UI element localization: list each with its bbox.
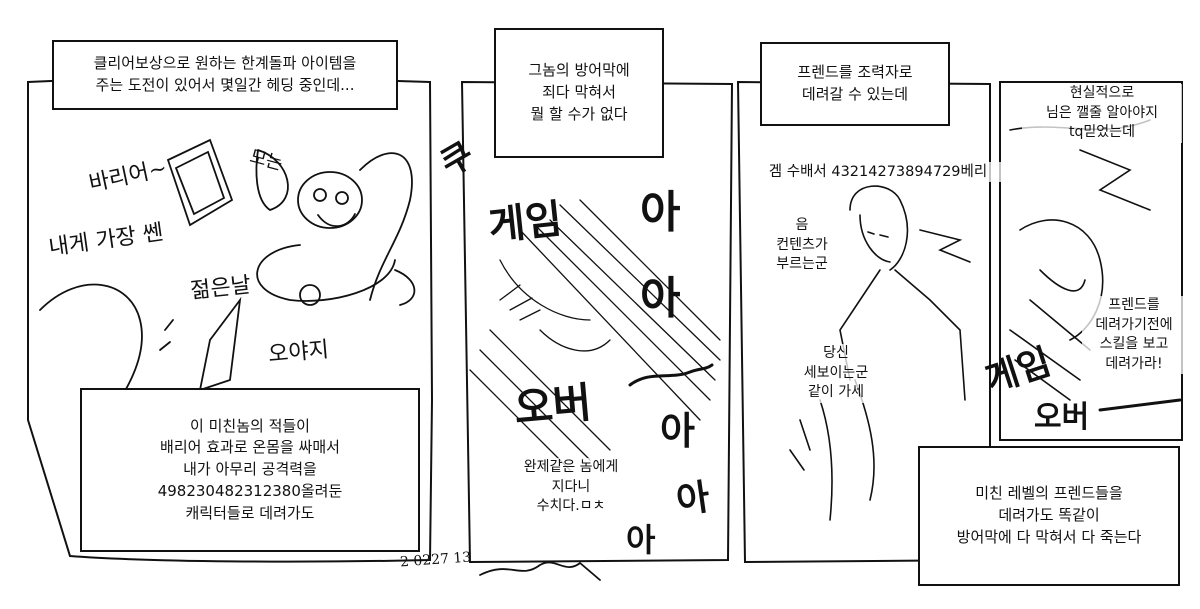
panel-1-caption-top: 클리어보상으로 원하는 한계돌파 아이템을 주는 도전이 있어서 몇일간 헤딩 … — [52, 40, 398, 110]
panel-3-caption-top: 프렌드를 조력자로 데려갈 수 있는데 — [760, 42, 950, 126]
panel-2-caption-top: 그놈의 방어막에 죄다 막혀서 뭘 할 수가 없다 — [494, 28, 664, 158]
panel-2-scribble-2: 게임 — [486, 195, 565, 250]
signature-scribble — [479, 561, 601, 581]
panel-2-scribble-6: 아 — [660, 408, 695, 453]
panel-2-scribble-7: 아 — [673, 475, 713, 523]
panel-1-caption-bottom: 이 미친놈의 적들이 배리어 효과로 온몸을 싸매서 내가 아무리 공격력을 4… — [80, 388, 420, 552]
panel-2-scribble-5: 오버 — [512, 377, 594, 434]
panel-3-line-2: 음 컨텐츠가 부르는군 — [766, 216, 838, 275]
panel-3-line-1: 겜 수배서 43214273894729베리 — [744, 162, 1012, 183]
panel-4-line-top: 현실적으로 님은 깰줄 알아야지 tq믿었는데 — [1022, 84, 1182, 143]
panel-1-doodle-text-4: 오야지 — [267, 337, 330, 368]
panel-3-line-3: 당신 세보이는군 같이 가세 — [784, 344, 888, 403]
panel-1-doodle-text-3: 젊은날 — [189, 272, 253, 305]
panel-2-scribble-8: 아 — [626, 521, 656, 559]
panel-4-caption-bottom: 미친 레벨의 프렌드들을 데려가도 똑같이 방어막에 다 막혀서 다 죽는다 — [918, 446, 1180, 586]
panel-1-doodle — [39, 138, 416, 431]
panel-2-speech-bubble: 완제같은 놈에게 지다니 수치다.ㅁㅊ — [506, 458, 636, 517]
panel-4-line-mid: 프렌드를 데려가기전에 스킬을 보고 데려가라! — [1082, 296, 1186, 375]
panel-2-hatching — [469, 199, 721, 471]
panel-2-scribble-3: 아 — [640, 187, 681, 238]
panel-2-scribble-4: 아 — [640, 273, 681, 324]
panel-4-scribble-2: 오버 — [1034, 400, 1090, 435]
panel-4-frame — [999, 81, 1183, 441]
